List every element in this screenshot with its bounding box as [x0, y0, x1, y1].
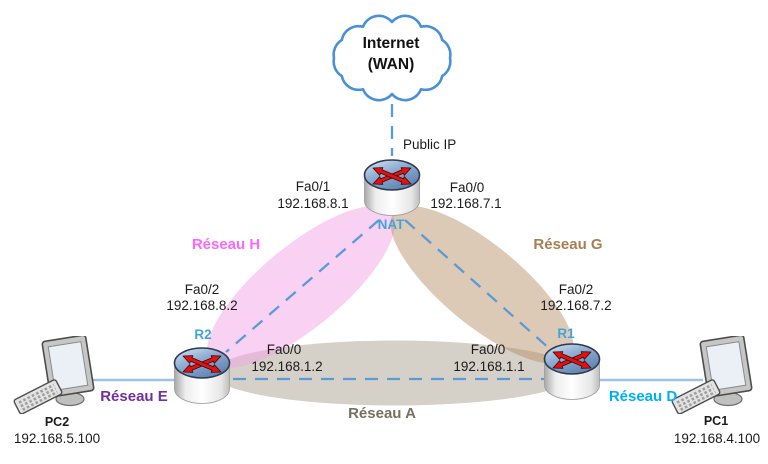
network-g-band [390, 206, 574, 364]
nat-ip-right-label: 192.168.7.1 [430, 196, 502, 211]
network-a-label: Réseau A [348, 405, 416, 422]
pc1-ip-label: 192.168.4.100 [673, 431, 761, 446]
r2-name-label: R2 [194, 327, 212, 342]
link-nat-r2 [225, 219, 380, 353]
r2-ip-wan-label: 192.168.8.2 [166, 298, 238, 313]
public-ip-label: Public IP [403, 137, 457, 152]
r1-if-wan-label: Fa0/2 [558, 282, 594, 297]
nat-if-right-label: Fa0/0 [449, 180, 485, 195]
nat-router-icon [363, 159, 421, 216]
network-a-band [212, 340, 578, 406]
internet-label-line1: Internet [362, 35, 420, 52]
r2-router-icon [173, 347, 231, 404]
internet-cloud [332, 14, 452, 102]
r1-ip-lan-label: 192.168.1.1 [453, 359, 525, 374]
pc2-icon [12, 336, 96, 414]
network-d-label: Réseau D [608, 388, 678, 405]
pc1-name-label: PC1 [703, 414, 729, 428]
r1-name-label: R1 [557, 326, 575, 341]
r2-if-wan-label: Fa0/2 [184, 282, 220, 297]
nat-if-left-label: Fa0/1 [295, 179, 331, 194]
pc1-icon [670, 336, 754, 414]
pc2-ip-label: 192.168.5.100 [13, 431, 101, 446]
internet-cloud-label: Internet (WAN) [363, 33, 420, 75]
nat-ip-left-label: 192.168.8.1 [277, 196, 349, 211]
link-nat-r1 [404, 219, 552, 351]
network-h-label: Réseau H [191, 236, 261, 253]
r1-if-lan-label: Fa0/0 [470, 342, 506, 357]
r1-ip-wan-label: 192.168.7.2 [540, 298, 612, 313]
network-e-label: Réseau E [100, 388, 168, 405]
nat-name-label: NAT [377, 217, 405, 232]
internet-label-line2: (WAN) [367, 56, 415, 73]
r2-ip-lan-label: 192.168.1.2 [251, 359, 323, 374]
r2-if-lan-label: Fa0/0 [266, 342, 302, 357]
pc2-name-label: PC2 [44, 415, 70, 429]
r1-router-icon [543, 343, 601, 400]
network-g-label: Réseau G [533, 236, 603, 253]
